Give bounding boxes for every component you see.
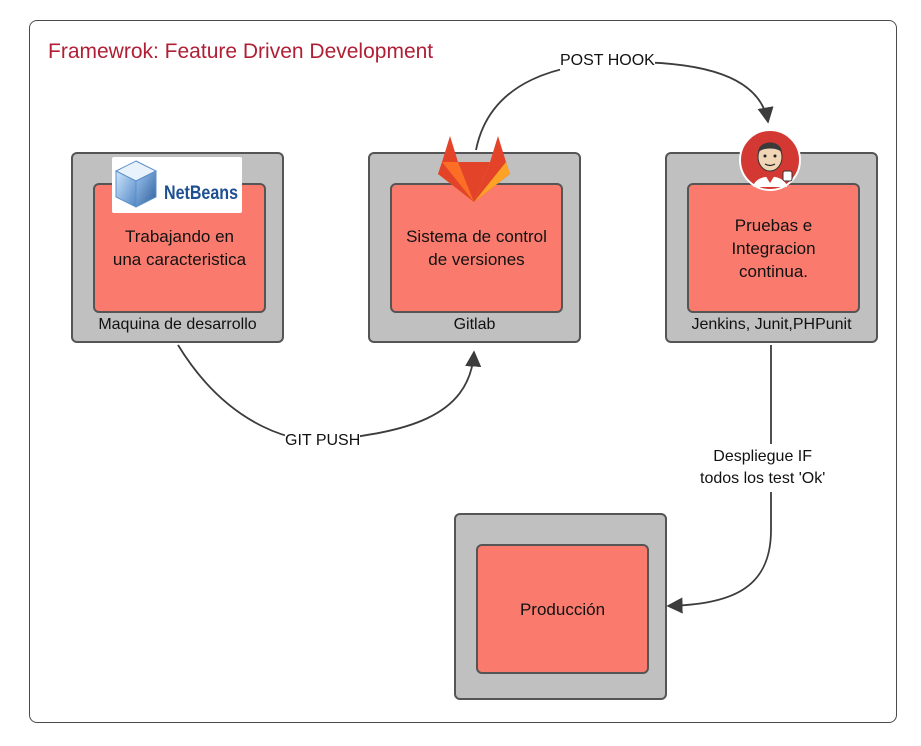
edge-git-push: [177, 344, 482, 442]
node-production-text: Producción: [519, 599, 606, 619]
node-production-inner: Producción: [476, 544, 649, 674]
edge-post-hook: [475, 61, 774, 151]
node-gitlab-text: Sistema de control de versiones: [406, 227, 547, 269]
node-jenkins-text: Pruebas e Integracion continua.: [731, 215, 816, 281]
jenkins-logo-icon: [739, 127, 801, 193]
node-jenkins-label: Jenkins, Junit,PHPunit: [691, 316, 852, 333]
edge-label-deploy: Despliegue IF todos los test 'Ok': [698, 444, 828, 492]
gitlab-logo-icon: [436, 132, 512, 204]
edge-label-post-hook: POST HOOK: [560, 50, 655, 72]
edge-deploy: [666, 344, 772, 614]
node-dev-label: Maquina de desarrollo: [98, 316, 257, 333]
edge-label-git-push: GIT PUSH: [285, 430, 361, 452]
diagram-title: Framewrok: Feature Driven Development: [48, 40, 434, 63]
node-gitlab-inner: Sistema de control de versiones: [390, 183, 563, 313]
node-dev-text: Trabajando en una caracteristica: [112, 227, 247, 269]
node-gitlab-label: Gitlab: [453, 316, 496, 333]
netbeans-logo-text: NetBeans: [164, 183, 238, 204]
node-production: Producción: [454, 513, 667, 700]
node-jenkins-inner: Pruebas e Integracion continua.: [687, 183, 860, 313]
netbeans-logo-icon: NetBeans: [112, 157, 242, 213]
